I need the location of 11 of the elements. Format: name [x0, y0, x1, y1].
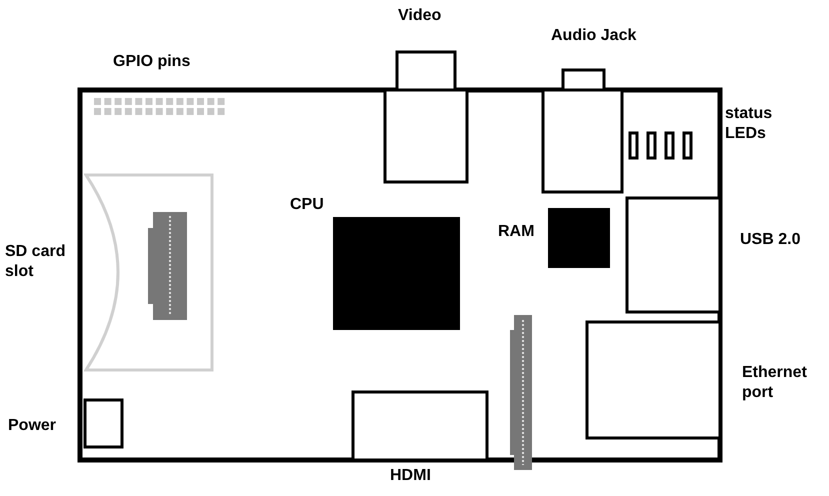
part-label: Audio Jack — [551, 26, 636, 46]
part-label: USB 2.0 — [740, 230, 800, 250]
part-label: Video — [398, 6, 442, 26]
part-label: Ethernet port — [742, 363, 808, 403]
part-label: SD card slot — [5, 242, 66, 282]
part-label: GPIO pins — [113, 52, 190, 72]
part-label: status LEDs — [725, 104, 774, 144]
part-label: Power — [8, 416, 56, 436]
part-label: RAM — [498, 222, 534, 242]
part-label: HDMI — [390, 466, 431, 486]
part-label: CPU — [290, 195, 324, 215]
